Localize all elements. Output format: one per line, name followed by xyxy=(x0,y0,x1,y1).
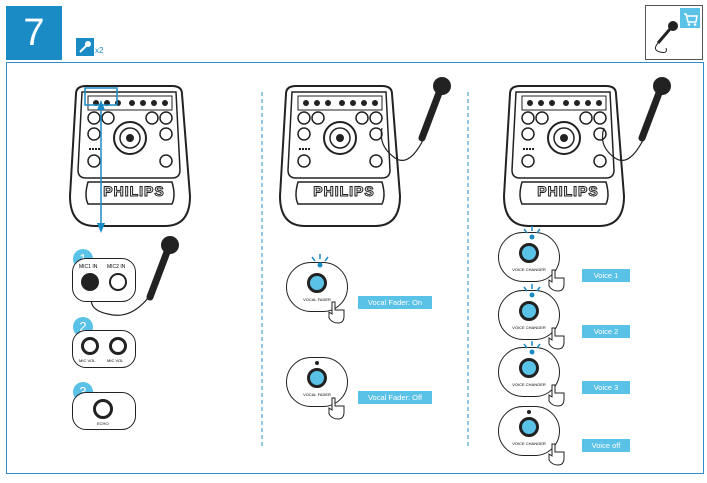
brand-logo: PHILIPS xyxy=(103,183,165,200)
vocal-fader-label: VOCAL FADER xyxy=(303,297,331,302)
voice-changer-button xyxy=(519,301,539,321)
hand-press-icon xyxy=(328,397,345,420)
microphone-icon xyxy=(642,77,671,138)
microphone-icon xyxy=(76,38,94,56)
echo-detail: ECHO xyxy=(72,392,136,430)
voice-changer-off-detail: VOICE CHANGER xyxy=(498,406,560,456)
voice-changer-label: VOICE CHANGER xyxy=(512,382,546,387)
voice-changer-1-detail: VOICE CHANGER xyxy=(498,232,560,282)
microphone-accessory-icon xyxy=(654,8,700,53)
voice-changer-label: VOICE CHANGER xyxy=(512,325,546,330)
vocal-fader-on-caption: Vocal Fader: On xyxy=(358,296,432,309)
speaker-illustration xyxy=(503,85,625,227)
microphone-icon xyxy=(422,77,451,138)
light-on-icon xyxy=(311,254,329,268)
echo-label: ECHO xyxy=(97,421,109,426)
hand-press-icon xyxy=(548,327,565,350)
voice-changer-button xyxy=(519,417,539,437)
voice-changer-button xyxy=(519,243,539,263)
voice-changer-label: VOICE CHANGER xyxy=(512,267,546,272)
mic1-label: MIC1 IN xyxy=(79,264,98,270)
brand-logo: PHILIPS xyxy=(537,183,599,200)
voice-off-caption: Voice off xyxy=(582,439,630,452)
voice-changer-label: VOICE CHANGER xyxy=(512,441,546,446)
speaker-illustration xyxy=(279,85,401,227)
mic2-label: MIC2 IN xyxy=(107,264,126,270)
vocal-fader-button xyxy=(307,368,327,388)
quantity-label: x2 xyxy=(95,46,104,55)
vocal-fader-on-detail: VOCAL FADER xyxy=(286,262,348,312)
vocal-fader-off-caption: Vocal Fader: Off xyxy=(358,391,432,404)
instruction-frame xyxy=(6,62,704,474)
knob-label: MIC VOL xyxy=(79,358,96,363)
voice-2-caption: Voice 2 xyxy=(582,325,630,338)
step-number-badge: 7 xyxy=(6,6,62,60)
light-on-icon xyxy=(523,341,541,355)
mic2-volume-knob xyxy=(109,337,127,355)
vocal-fader-button xyxy=(307,273,327,293)
voice-3-caption: Voice 3 xyxy=(582,381,630,394)
brand-logo: PHILIPS xyxy=(313,183,375,200)
mic1-jack xyxy=(81,273,99,291)
light-on-icon xyxy=(523,226,541,240)
knob-label: MIC VOL xyxy=(107,358,124,363)
light-off-indicator xyxy=(315,361,319,365)
hand-press-icon xyxy=(548,443,565,466)
voice-changer-2-detail: VOICE CHANGER xyxy=(498,290,560,340)
hand-press-icon xyxy=(328,301,345,324)
accessory-box xyxy=(645,5,703,60)
mic1-volume-knob xyxy=(81,337,99,355)
hand-press-icon xyxy=(548,384,565,407)
microphone-icon xyxy=(150,236,179,297)
hand-press-icon xyxy=(548,269,565,292)
light-off-indicator xyxy=(527,410,531,414)
speaker-illustration xyxy=(69,85,191,227)
voice-changer-3-detail: VOICE CHANGER xyxy=(498,347,560,397)
mic-input-detail: MIC1 IN MIC2 IN xyxy=(72,258,136,302)
voice-1-caption: Voice 1 xyxy=(582,269,630,282)
vocal-fader-label: VOCAL FADER xyxy=(303,392,331,397)
light-on-icon xyxy=(523,284,541,298)
echo-knob xyxy=(93,399,113,419)
mic-volume-detail: MIC VOL MIC VOL xyxy=(72,330,136,368)
vocal-fader-off-detail: VOCAL FADER xyxy=(286,357,348,407)
voice-changer-button xyxy=(519,358,539,378)
mic2-jack xyxy=(109,273,127,291)
